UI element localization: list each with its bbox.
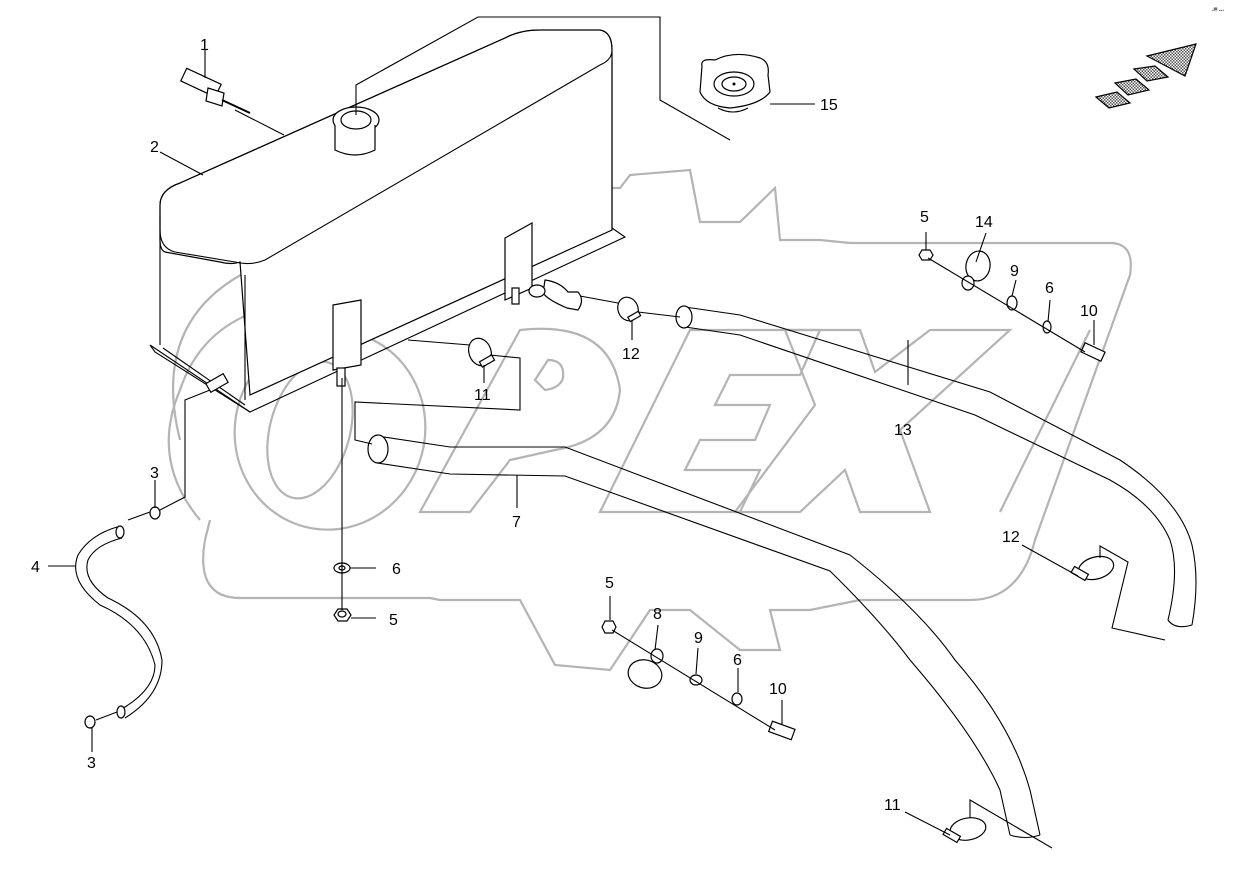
washer-6-lower[interactable] <box>731 692 743 706</box>
callout-4[interactable]: 4 <box>31 559 40 576</box>
nut-5-upper[interactable] <box>918 249 934 261</box>
callout-labels: 1 2 3 3 4 5 5 5 6 6 6 7 8 9 9 10 10 11 1… <box>31 37 1098 814</box>
bracket-clamp-8[interactable] <box>625 648 665 692</box>
callout-6[interactable]: 6 <box>392 561 401 578</box>
callout-13[interactable]: 13 <box>894 422 912 439</box>
callout-11[interactable]: 11 <box>474 387 491 404</box>
filler-cap[interactable] <box>699 53 771 113</box>
callout-12[interactable]: 12 <box>622 346 640 363</box>
callout-5[interactable]: 5 <box>605 575 614 592</box>
callout-8[interactable]: 8 <box>653 606 662 623</box>
hose-clamp-11-lower[interactable] <box>942 815 988 844</box>
callout-5[interactable]: 5 <box>920 209 929 226</box>
callout-9[interactable]: 9 <box>1010 263 1019 280</box>
nut-5-left[interactable] <box>333 608 352 622</box>
clamp-3-upper[interactable] <box>149 506 161 520</box>
callout-6[interactable]: 6 <box>1045 280 1054 297</box>
callout-12[interactable]: 12 <box>1002 529 1020 546</box>
hose-clamp-12-upper[interactable] <box>614 294 642 323</box>
washer-9-lower[interactable] <box>689 674 703 686</box>
hose-13[interactable] <box>675 305 1197 628</box>
callout-7[interactable]: 7 <box>512 514 521 531</box>
callout-9[interactable]: 9 <box>694 630 703 647</box>
expansion-tank[interactable] <box>149 29 627 413</box>
hose-4[interactable] <box>75 525 163 719</box>
callout-15[interactable]: 15 <box>820 97 838 114</box>
bolt-10-lower[interactable] <box>767 720 796 741</box>
callout-10[interactable]: 10 <box>769 681 787 698</box>
callout-3[interactable]: 3 <box>150 465 159 482</box>
callout-14[interactable]: 14 <box>975 214 993 231</box>
callout-3[interactable]: 3 <box>87 755 96 772</box>
corner-mark: ▪▀ ▪▪▪ <box>1212 7 1224 14</box>
bracket-clamp-14[interactable] <box>961 249 992 291</box>
hose-clamp-12-lower[interactable] <box>1070 553 1116 584</box>
callout-2[interactable]: 2 <box>150 139 159 156</box>
direction-arrow-icon <box>1094 43 1197 109</box>
bolt-10-upper[interactable] <box>1080 342 1106 362</box>
callout-10[interactable]: 10 <box>1080 303 1098 320</box>
hose-7[interactable] <box>367 434 1041 839</box>
callout-5[interactable]: 5 <box>389 612 398 629</box>
callout-11[interactable]: 11 <box>884 797 901 814</box>
callout-1[interactable]: 1 <box>200 37 209 54</box>
clamp-3-lower[interactable] <box>84 715 96 729</box>
callout-6[interactable]: 6 <box>733 652 742 669</box>
leader-lines <box>48 16 1166 849</box>
hose-clamp-11-upper[interactable] <box>465 335 496 369</box>
sensor[interactable] <box>179 67 251 114</box>
